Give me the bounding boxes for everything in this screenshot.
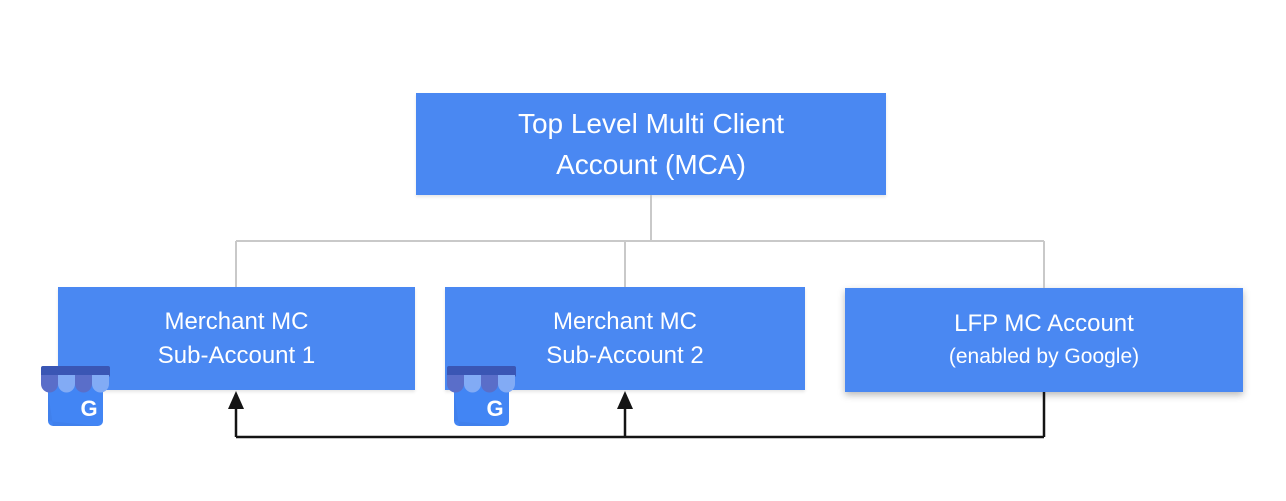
node-lfp-mc-account: LFP MC Account (enabled by Google) xyxy=(845,288,1243,392)
tree-connector-lines xyxy=(235,195,1045,288)
node-label-line2: Sub-Account 2 xyxy=(546,341,704,369)
node-top-level-mca: Top Level Multi Client Account (MCA) xyxy=(416,93,886,195)
lfp-feed-arrows xyxy=(228,391,1046,439)
google-business-profile-icon: G xyxy=(41,366,110,426)
node-merchant-sub-account-1: Merchant MC Sub-Account 1 xyxy=(58,287,415,390)
svg-text:G: G xyxy=(486,396,503,421)
node-label-line1: Merchant MC xyxy=(552,307,698,335)
node-label-line2: Account (MCA) xyxy=(556,149,746,180)
node-label-line2: (enabled by Google) xyxy=(948,345,1140,368)
tree-connector-path xyxy=(235,195,1045,288)
node-label-line1: Merchant MC xyxy=(164,307,309,335)
node-label-line2: Sub-Account 1 xyxy=(157,341,316,369)
google-business-profile-icon: G xyxy=(447,366,516,426)
arrowhead-up-icon xyxy=(228,391,244,409)
svg-text:G: G xyxy=(80,396,97,421)
node-label-line1: LFP MC Account xyxy=(954,310,1134,337)
feed-arrow-path xyxy=(234,392,1046,439)
node-label-line1: Top Level Multi Client xyxy=(517,108,785,139)
arrowhead-up-icon xyxy=(617,391,633,409)
